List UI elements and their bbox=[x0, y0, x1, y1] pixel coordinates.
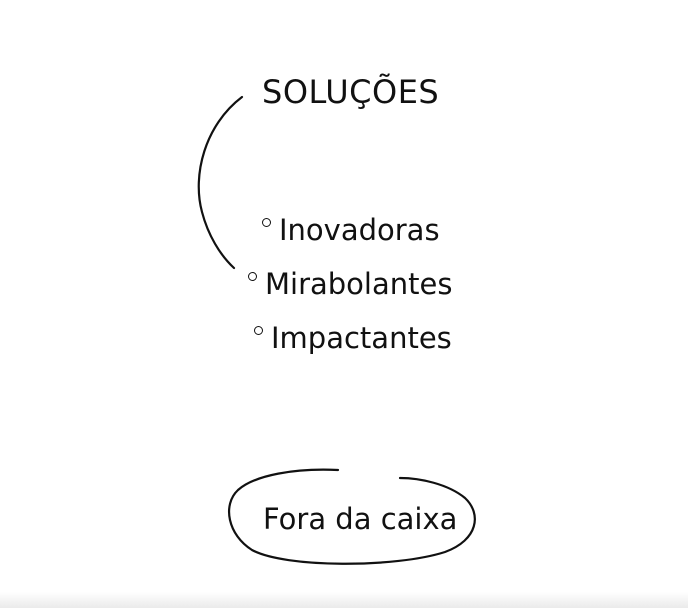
hand-drawn-arc bbox=[197, 95, 244, 270]
list-item: Inovadoras bbox=[262, 212, 440, 248]
list-item-label: Mirabolantes bbox=[265, 267, 453, 301]
page-title: SOLUÇÕES bbox=[262, 73, 440, 111]
tagline-text: Fora da caixa bbox=[263, 502, 458, 536]
bottom-shadow bbox=[0, 592, 688, 608]
circle-bullet-icon bbox=[262, 217, 271, 227]
circle-bullet-icon bbox=[248, 271, 257, 281]
list-item: Mirabolantes bbox=[248, 266, 452, 302]
list-item-label: Inovadoras bbox=[279, 213, 440, 247]
circle-bullet-icon bbox=[254, 325, 263, 335]
list-item-label: Impactantes bbox=[271, 321, 452, 355]
list-item: Impactantes bbox=[254, 320, 452, 356]
